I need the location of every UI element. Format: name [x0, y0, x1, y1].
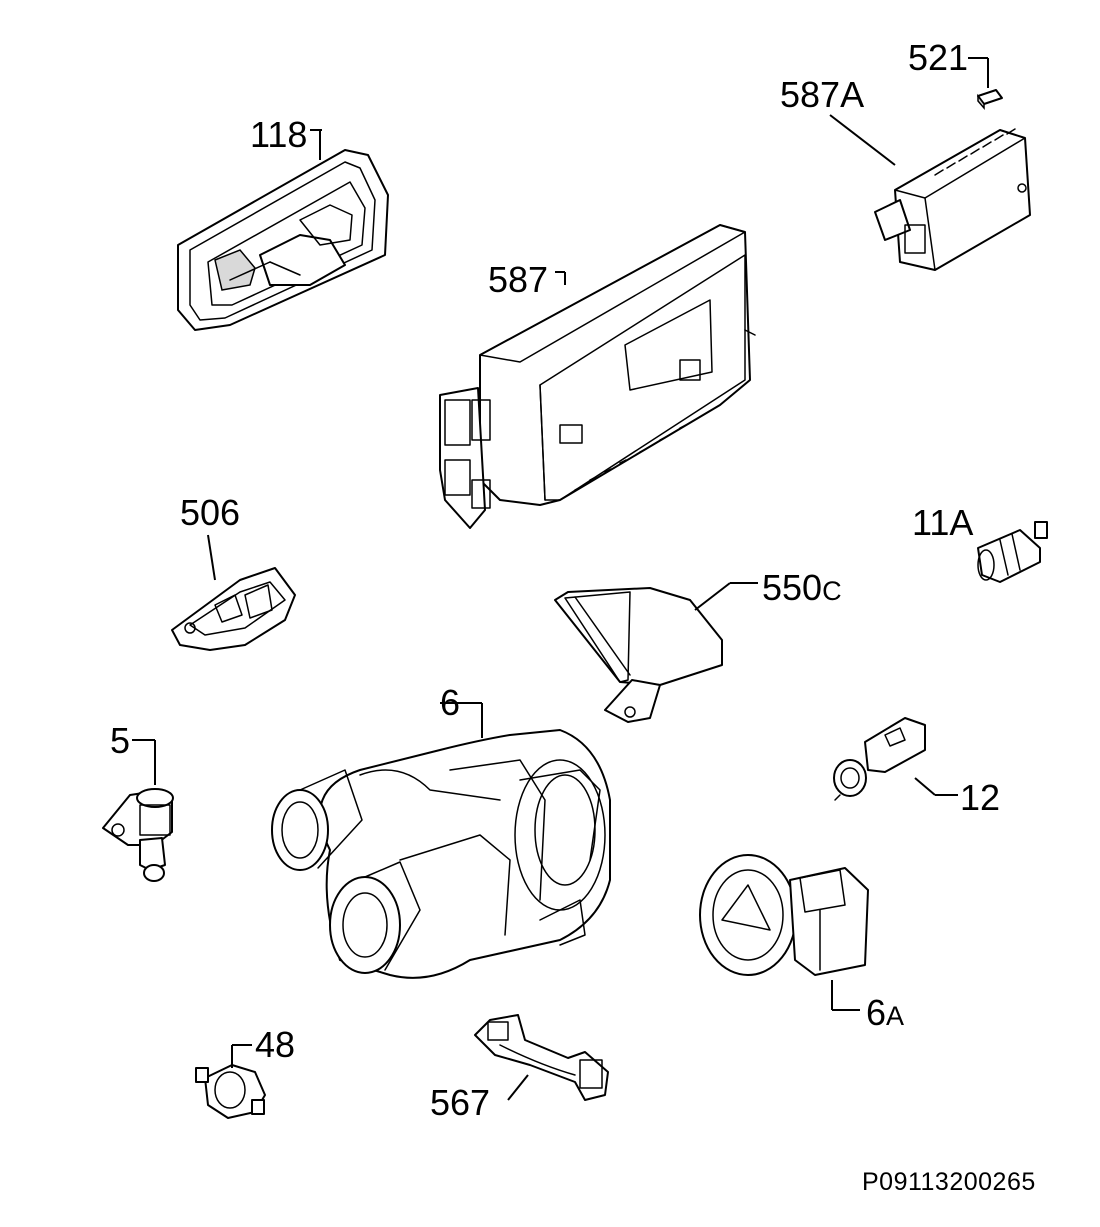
part-521-drawing [968, 57, 1003, 111]
callout-5: 5 [110, 720, 131, 761]
callout-587: 587 [488, 259, 549, 300]
callout-506: 506 [180, 492, 241, 533]
callout-12: 12 [960, 777, 1001, 818]
callout-587a: 587A [780, 74, 865, 115]
callout-550c: 550C [762, 567, 842, 608]
part-587-drawing [439, 224, 756, 529]
callout-521: 521 [908, 37, 969, 78]
part-550c-drawing [554, 582, 758, 723]
part-11a-drawing [977, 521, 1048, 583]
part-12-drawing [833, 717, 958, 801]
part-48-drawing [195, 1044, 266, 1119]
callout-118: 118 [250, 114, 308, 155]
part-6a-drawing [699, 854, 869, 1011]
callout-6: 6 [440, 682, 461, 723]
callout-6a: 6A [866, 992, 905, 1033]
part-118-drawing [177, 129, 389, 331]
part-567-drawing [474, 1014, 609, 1101]
callout-48: 48 [255, 1024, 296, 1065]
callout-11a: 11A [912, 502, 974, 543]
diagram-reference-code: P09113200265 [862, 1168, 1036, 1196]
part-6-drawing [271, 702, 611, 979]
callout-567: 567 [430, 1082, 491, 1123]
part-587a-drawing [829, 114, 1031, 271]
part-5-drawing [102, 739, 174, 882]
part-506-drawing [171, 534, 296, 651]
